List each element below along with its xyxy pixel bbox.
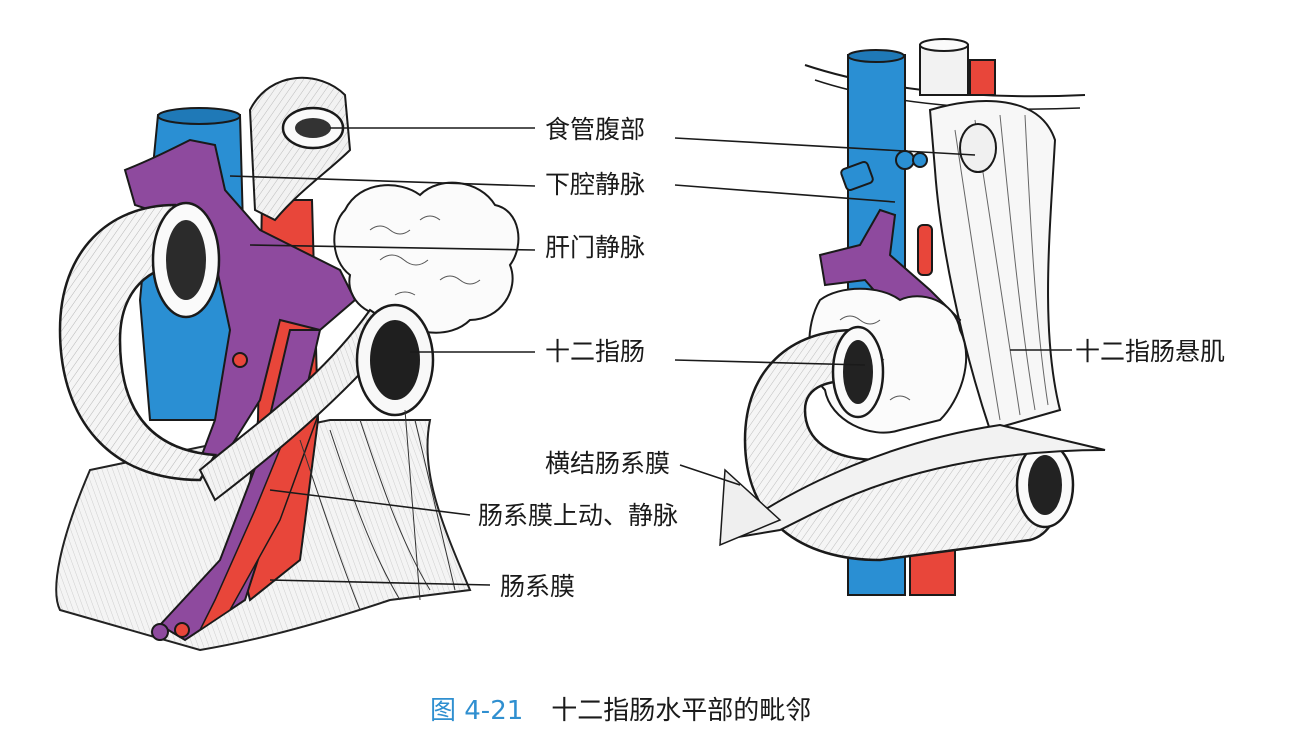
right-esophagus: [919, 44, 969, 96]
leader-lines: [229, 127, 1072, 586]
label-mesentery: 肠系膜: [500, 572, 575, 601]
right-aorta: [969, 59, 996, 96]
label-esophagus-abdominal: 食管腹部: [545, 115, 645, 144]
figure-title: 十二指肠水平部的毗邻: [551, 696, 812, 726]
right-vessel-stumps: [840, 150, 933, 276]
label-superior-mesenteric-vessels: 肠系膜上动、静脉: [478, 501, 678, 530]
label-duodenum: 十二指肠: [545, 337, 645, 366]
right-anatomy-view: [719, 38, 1106, 596]
right-suspensory-muscle: [928, 100, 1062, 432]
label-suspensory-muscle: 十二指肠悬肌: [1075, 337, 1225, 366]
right-transverse-mesocolon: [719, 423, 1106, 541]
left-pancreas: [333, 181, 520, 334]
figure-caption: 图 4-21 十二指肠水平部的毗邻: [430, 690, 811, 727]
labels: 食管腹部 下腔静脉 肝门静脉 十二指肠 十二指肠悬肌 横结肠系膜 肠系膜上动、静…: [478, 115, 1225, 601]
label-inferior-vena-cava: 下腔静脉: [545, 170, 645, 199]
label-transverse-mesocolon: 横结肠系膜: [545, 449, 670, 478]
label-hepatic-portal-vein: 肝门静脉: [545, 233, 645, 262]
figure-number: 图 4-21: [430, 696, 524, 726]
left-anatomy-view: [55, 76, 520, 652]
